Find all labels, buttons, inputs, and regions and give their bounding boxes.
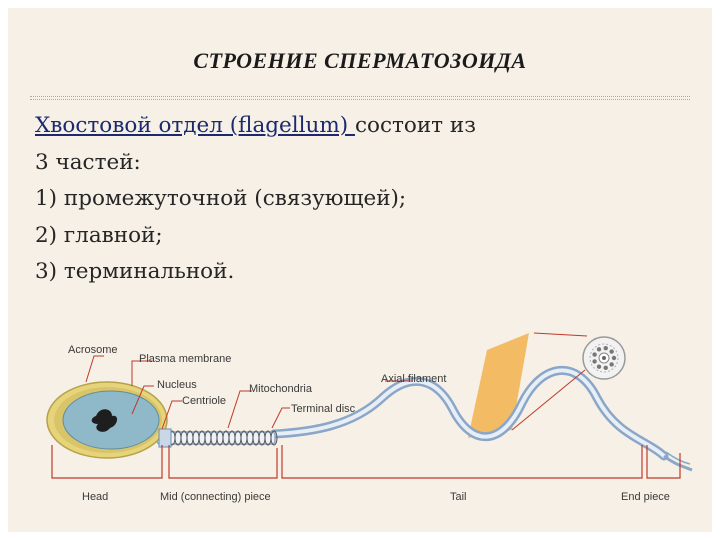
slide: СТРОЕНИЕ СПЕРМАТОЗОИДА Хвостовой отдел (… [8, 8, 712, 532]
label-plasma-membrane: Plasma membrane [139, 353, 231, 365]
term-rest: состоит из [354, 113, 476, 138]
label-terminal-disc: Terminal disc [291, 403, 356, 415]
callout-lines [85, 332, 588, 431]
label-mitochondria: Mitochondria [249, 383, 313, 395]
label-axial-filament: Axial filament [381, 373, 446, 385]
microtubule-doublet [603, 365, 608, 371]
microtubule-doublet [611, 355, 617, 361]
diagram-svg: Acrosome Plasma membrane Nucleus Centrio… [46, 332, 693, 503]
list-item-2: 2) главной; [35, 222, 163, 248]
region-mid-piece: Mid (connecting) piece [160, 491, 271, 503]
label-nucleus: Nucleus [157, 379, 197, 391]
label-acrosome: Acrosome [68, 344, 118, 356]
label-centriole: Centriole [182, 395, 226, 407]
microtubule-doublet [609, 349, 614, 354]
microtubule-doublet [609, 362, 614, 367]
chromatin [91, 409, 118, 432]
microtubule-doublet [592, 352, 597, 357]
list-item-1: 1) промежуточной (связующей); [35, 186, 407, 211]
region-end-piece: End piece [621, 491, 670, 503]
end-piece [663, 454, 693, 472]
body-text: Хвостовой отдел (flagellum) состоит из 3… [35, 108, 695, 291]
tail-inner [272, 368, 666, 458]
cross-section-plane [468, 333, 529, 438]
term-flagellum: Хвостовой отдел (flagellum) [35, 113, 355, 138]
body-line-2: 3 частей: [35, 149, 141, 175]
microtubule-doublet [596, 347, 602, 352]
microtubule-doublet [596, 364, 602, 369]
region-tail: Tail [450, 491, 467, 503]
mitochondrial-sheath [168, 430, 278, 446]
list-item-3: 3) терминальной. [35, 259, 235, 284]
microtubule-doublet [592, 359, 597, 364]
sperm-structure-diagram: Acrosome Plasma membrane Nucleus Centrio… [32, 328, 704, 518]
axoneme-cross-section [582, 336, 626, 380]
microtubule-doublet [603, 345, 608, 351]
body-line-1: Хвостовой отдел (flagellum) состоит из [35, 108, 695, 145]
region-brackets [51, 445, 681, 479]
centriole [158, 428, 172, 448]
slide-title: СТРОЕНИЕ СПЕРМАТОЗОИДА [193, 48, 527, 73]
region-head: Head [82, 491, 108, 503]
mitochondrion [270, 430, 278, 446]
